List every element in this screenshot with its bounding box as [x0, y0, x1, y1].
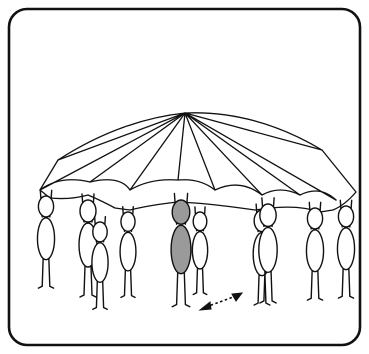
person-leg	[271, 271, 276, 303]
person-far-right	[337, 200, 354, 298]
person-right	[259, 198, 277, 303]
person-front-left	[120, 207, 136, 298]
person-leg	[80, 266, 85, 297]
person-leg	[193, 268, 197, 294]
person-leg	[49, 259, 54, 288]
person-leg	[121, 270, 125, 297]
person-body	[259, 227, 277, 272]
person-body	[171, 225, 191, 273]
person-far-left	[37, 190, 54, 288]
person-head	[93, 222, 107, 242]
person-leg	[265, 275, 270, 305]
person-leg	[349, 269, 354, 298]
person-body	[192, 232, 207, 269]
person-head	[80, 200, 96, 222]
person-head	[307, 208, 322, 229]
person-back-right	[306, 202, 323, 300]
person-leg	[184, 273, 190, 307]
person-head	[193, 212, 207, 231]
person-head	[172, 200, 190, 224]
person-leg	[103, 281, 108, 309]
person-center-highlighted	[171, 193, 191, 306]
person-head	[260, 204, 276, 226]
person-leg	[38, 259, 43, 288]
person-body	[306, 230, 323, 272]
person-body	[92, 243, 108, 283]
person-leg	[172, 273, 178, 307]
person-body	[337, 228, 354, 270]
person-back-left	[79, 194, 97, 297]
person-head	[121, 212, 135, 231]
person-leg	[318, 271, 323, 300]
person-leg	[307, 271, 312, 300]
movement-arrow-icon	[200, 293, 242, 310]
person-head	[338, 206, 353, 227]
person-leg	[131, 270, 135, 297]
person-body	[120, 232, 136, 271]
person-body	[37, 218, 54, 260]
person-center-back	[192, 207, 207, 295]
person-head	[38, 196, 53, 217]
person-leg	[254, 275, 259, 305]
person-leg	[203, 268, 207, 294]
person-leg	[338, 269, 343, 298]
parachute-canopy	[40, 113, 356, 212]
